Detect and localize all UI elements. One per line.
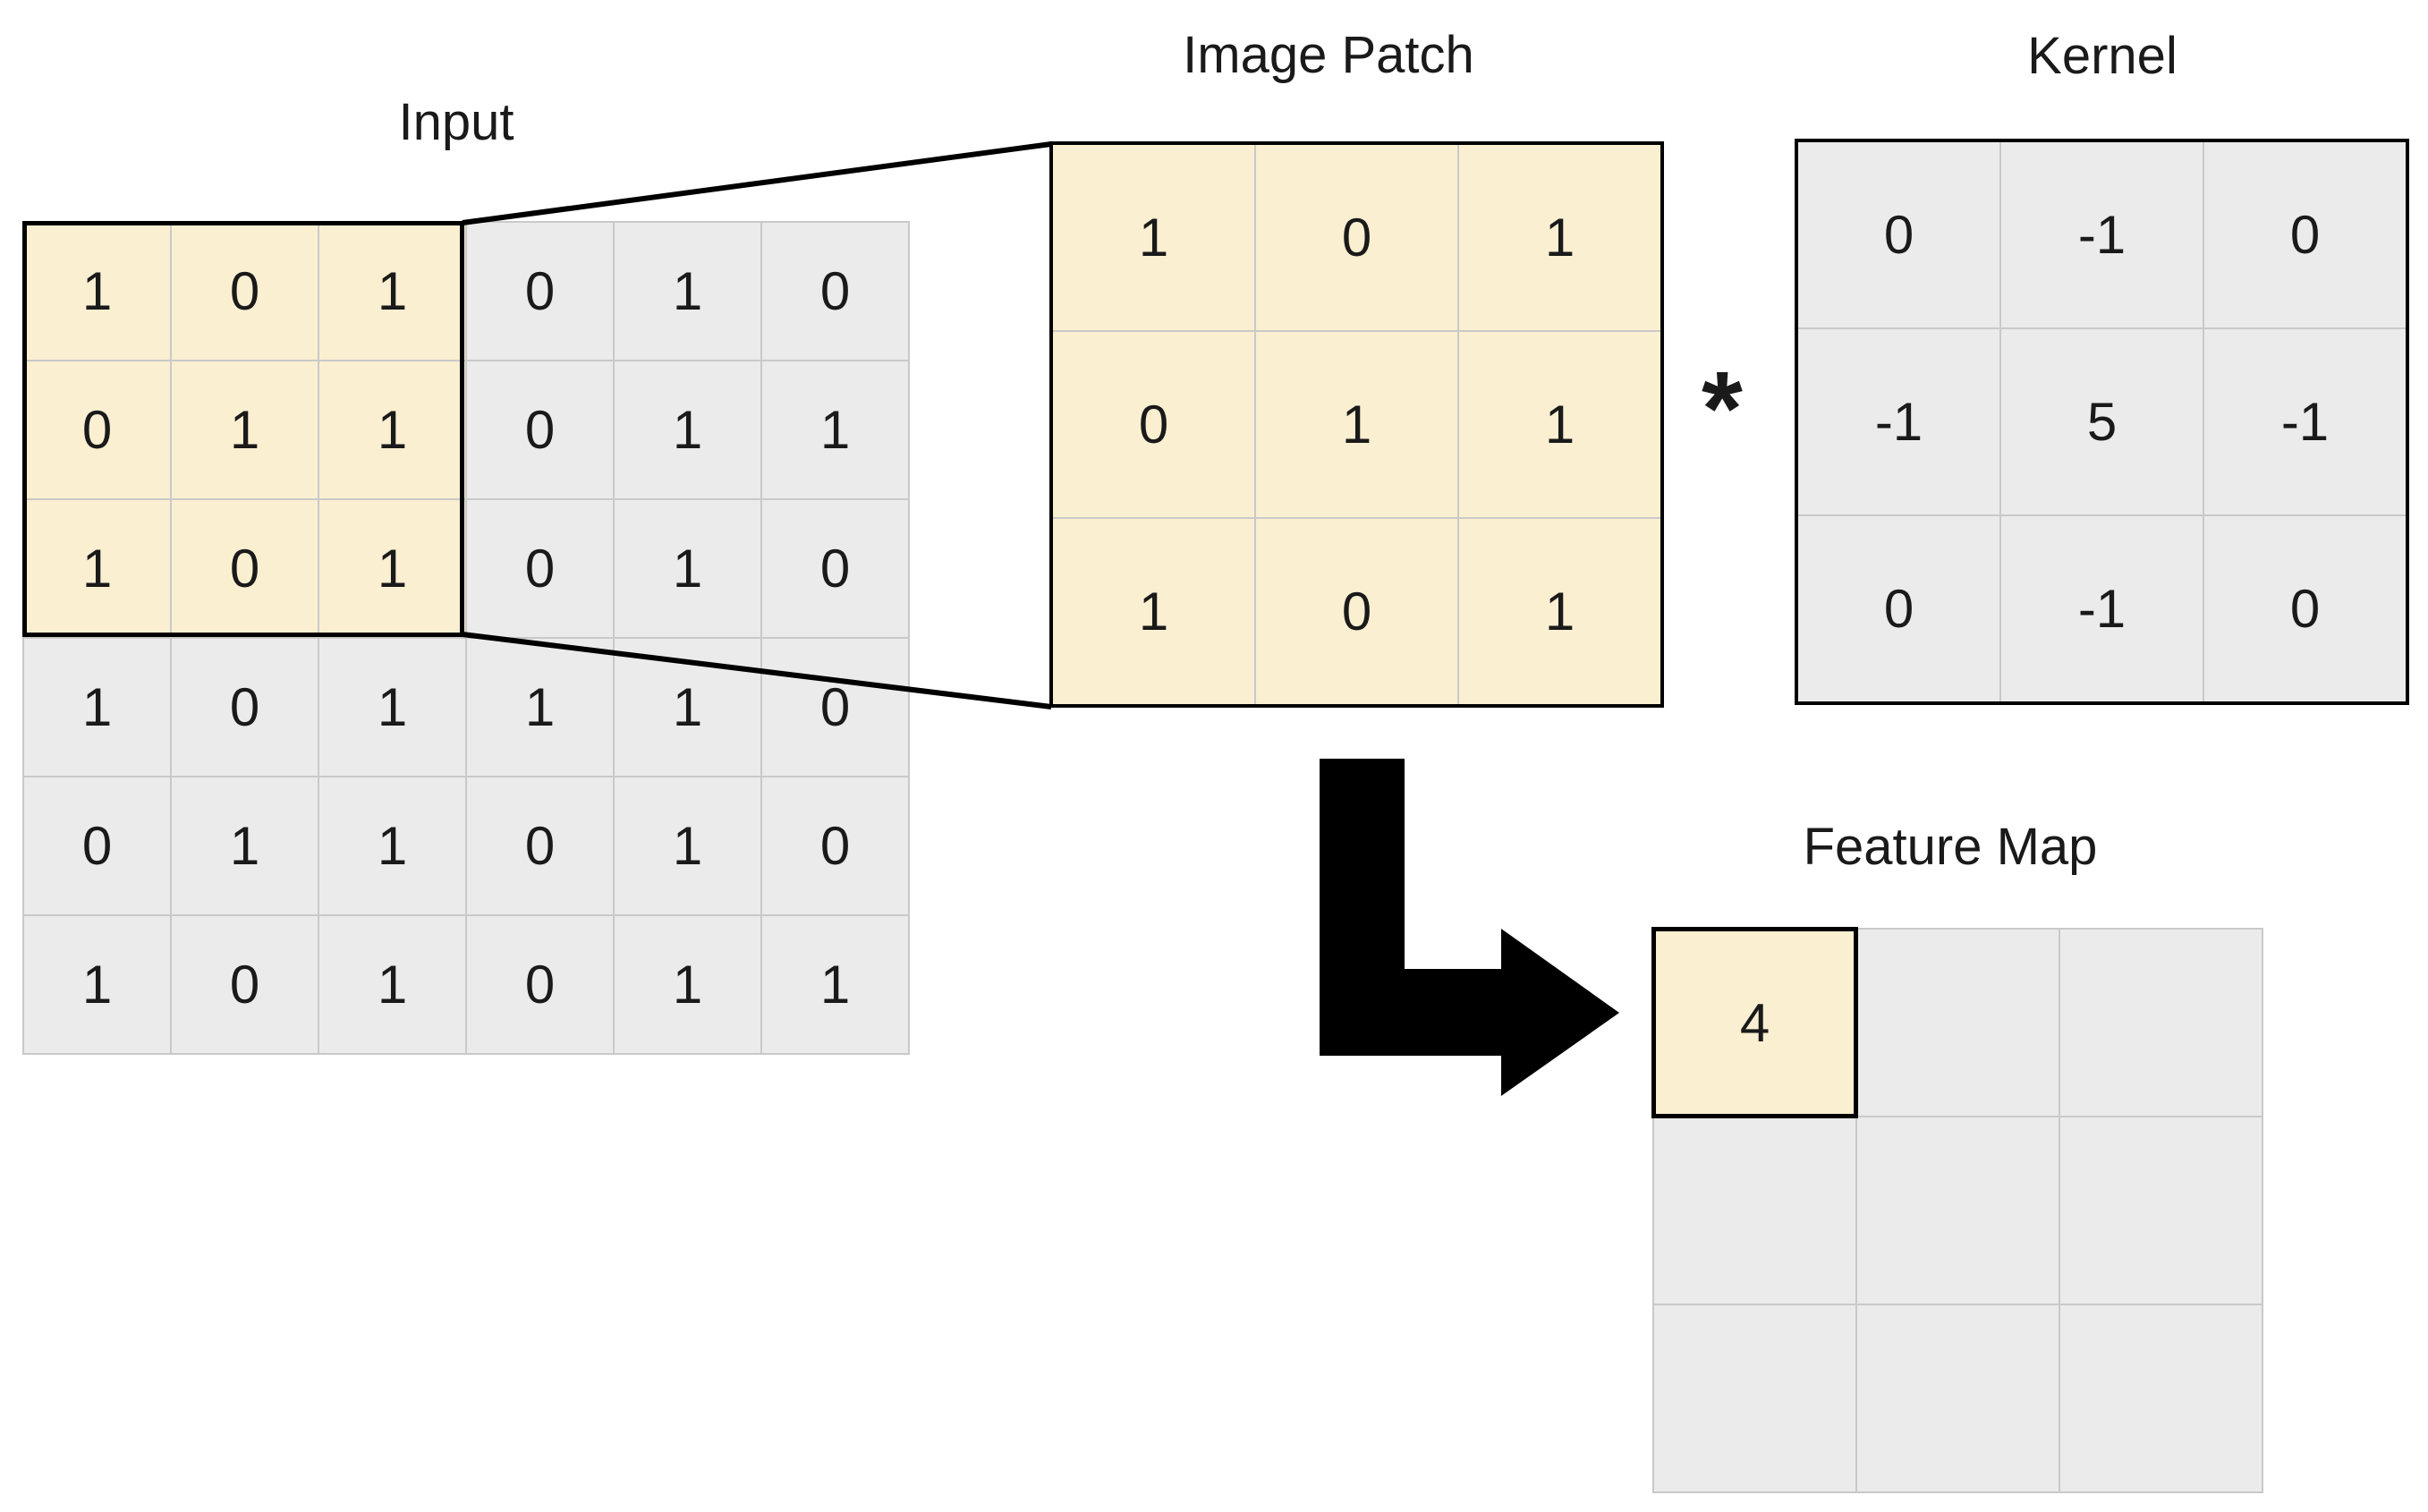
input-cell-r5c3: 1 (319, 777, 465, 914)
input-cell-r4c1: 1 (24, 639, 170, 776)
image-patch-title: Image Patch (1183, 26, 1474, 84)
input-cell-r6c3: 1 (319, 916, 465, 1053)
input-cell-r3c2: 0 (172, 500, 318, 637)
feature-map-cell-r1c2 (1857, 930, 2059, 1116)
image-patch-cell-r3c1: 1 (1053, 519, 1254, 704)
feature-map-cell-r3c1 (1654, 1305, 1855, 1491)
kernel-cell-r3c3: 0 (2204, 516, 2406, 701)
kernel-cell-r2c1: -1 (1798, 329, 1999, 514)
input-cell-r5c5: 1 (615, 777, 760, 914)
image-patch-cell-r3c3: 1 (1459, 519, 1660, 704)
kernel-cell-r1c3: 0 (2204, 142, 2406, 327)
input-cell-r3c4: 0 (467, 500, 613, 637)
kernel-cell-r1c2: -1 (2001, 142, 2203, 327)
input-cell-r4c5: 1 (615, 639, 760, 776)
input-cell-r4c3: 1 (319, 639, 465, 776)
feature-map-grid: 4 (1651, 927, 2263, 1493)
input-cell-r1c3: 1 (319, 223, 465, 360)
feature-map-cell-r2c3 (2060, 1117, 2262, 1304)
input-cell-r6c2: 0 (172, 916, 318, 1053)
image-patch-cell-r1c3: 1 (1459, 145, 1660, 330)
input-cell-r1c5: 1 (615, 223, 760, 360)
input-cell-r1c2: 0 (172, 223, 318, 360)
convolution-operator-symbol: * (1702, 350, 1743, 468)
input-cell-r2c1: 0 (24, 361, 170, 498)
input-cell-r4c4: 1 (467, 639, 613, 776)
elbow-arrow-icon (1320, 759, 1619, 1096)
image-patch-cell-r1c1: 1 (1053, 145, 1254, 330)
input-cell-r1c4: 0 (467, 223, 613, 360)
feature-map-cell-r3c2 (1857, 1305, 2059, 1491)
input-cell-r3c6: 0 (762, 500, 908, 637)
input-cell-r6c6: 1 (762, 916, 908, 1053)
input-cell-r4c6: 0 (762, 639, 908, 776)
kernel-title: Kernel (2027, 27, 2178, 85)
input-cell-r3c1: 1 (24, 500, 170, 637)
input-cell-r4c2: 0 (172, 639, 318, 776)
feature-map-cell-r3c3 (2060, 1305, 2262, 1491)
feature-map-cell-r1c3 (2060, 930, 2262, 1116)
input-cell-r5c2: 1 (172, 777, 318, 914)
input-cell-r2c6: 1 (762, 361, 908, 498)
input-cell-r6c4: 0 (467, 916, 613, 1053)
input-cell-r2c4: 0 (467, 361, 613, 498)
image-patch-cell-r2c2: 1 (1256, 332, 1457, 517)
feature-map-cell-r1c1: 4 (1651, 927, 1858, 1118)
input-cell-r5c4: 0 (467, 777, 613, 914)
kernel-cell-r3c2: -1 (2001, 516, 2203, 701)
input-cell-r3c3: 1 (319, 500, 465, 637)
image-patch-cell-r2c3: 1 (1459, 332, 1660, 517)
image-patch-cell-r2c1: 0 (1053, 332, 1254, 517)
image-patch-cell-r1c2: 0 (1256, 145, 1457, 330)
kernel-cell-r1c1: 0 (1798, 142, 1999, 327)
kernel-cell-r2c3: -1 (2204, 329, 2406, 514)
kernel-cell-r2c2: 5 (2001, 329, 2203, 514)
input-cell-r5c6: 0 (762, 777, 908, 914)
input-cell-r2c5: 1 (615, 361, 760, 498)
input-cell-r1c6: 0 (762, 223, 908, 360)
input-cell-r2c2: 1 (172, 361, 318, 498)
input-cell-r3c5: 1 (615, 500, 760, 637)
input-cell-r6c5: 1 (615, 916, 760, 1053)
feature-map-title: Feature Map (1803, 818, 2098, 876)
kernel-cell-r3c1: 0 (1798, 516, 1999, 701)
feature-map-cell-r2c1 (1654, 1117, 1855, 1304)
input-cell-r2c3: 1 (319, 361, 465, 498)
input-grid-title: Input (398, 93, 514, 151)
feature-map-cell-r2c2 (1857, 1117, 2059, 1304)
image-patch-cell-r3c2: 0 (1256, 519, 1457, 704)
input-cell-r1c1: 1 (24, 223, 170, 360)
input-cell-r5c1: 0 (24, 777, 170, 914)
input-cell-r6c1: 1 (24, 916, 170, 1053)
